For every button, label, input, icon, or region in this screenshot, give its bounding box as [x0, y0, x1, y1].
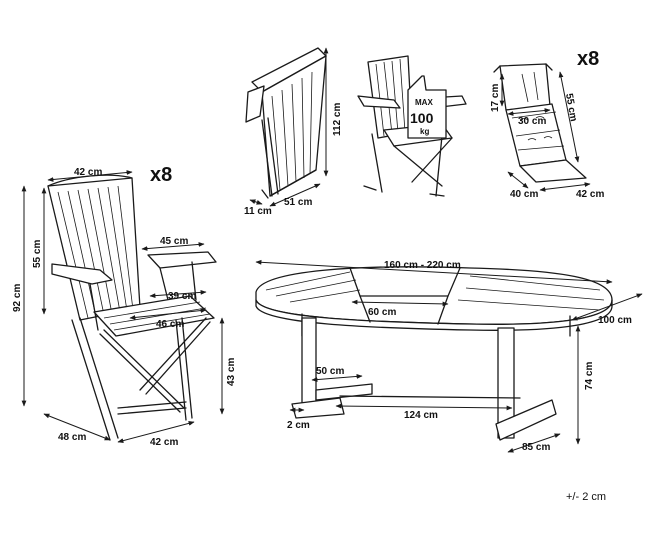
qty-chairs-label: x8: [150, 164, 172, 186]
cushion-head-height-label: 17 cm: [490, 84, 501, 112]
cushion-head-width-label: 30 cm: [518, 116, 546, 127]
table-leg-depth-label: 85 cm: [522, 442, 550, 453]
max-load-value: 100: [410, 110, 434, 126]
armchair-drawing: [47, 174, 217, 441]
chair-back-height-label: 55 cm: [32, 240, 43, 268]
folded-depth-label: 11 cm: [244, 206, 272, 217]
table-leg-span-label: 124 cm: [404, 410, 438, 421]
table-dimension-lines: [255, 259, 643, 453]
chair-width-label: 42 cm: [150, 437, 178, 448]
max-load-caption: MAX: [415, 98, 433, 107]
chair-total-height-label: 92 cm: [12, 284, 23, 312]
folded-chair-dimension-lines: [249, 47, 329, 207]
table-height-label: 74 cm: [584, 362, 595, 390]
table-crossbar-label: 50 cm: [316, 366, 344, 377]
chair-depth-label: 48 cm: [58, 432, 86, 443]
folded-width-label: 51 cm: [284, 197, 312, 208]
table-width-label: 100 cm: [598, 315, 632, 326]
folded-height-label: 112 cm: [332, 103, 343, 136]
table-length-label: 160 cm - 220 cm: [384, 260, 461, 271]
tolerance-note: +/- 2 cm: [566, 491, 606, 503]
qty-cushions-label: x8: [577, 48, 599, 70]
cushion-seat-width-label: 42 cm: [576, 189, 604, 200]
cushion-back-height-label: 55 cm: [563, 93, 579, 123]
chair-seat-width-label: 39 cm: [168, 291, 196, 302]
chair-seat-depth-label: 46 cm: [156, 319, 184, 330]
chair-top-width-label: 42 cm: [74, 167, 102, 178]
folded-chair-drawing: [245, 47, 327, 199]
table-foot-label: 2 cm: [287, 420, 310, 431]
chair-seat-height-label: 43 cm: [226, 358, 237, 386]
cushion-seat-depth-label: 40 cm: [510, 189, 538, 200]
cushion-dimension-lines: [499, 71, 591, 192]
max-load-badge: MAX 100 kg: [407, 75, 447, 139]
table-extension-label: 60 cm: [368, 307, 396, 318]
max-load-unit: kg: [420, 127, 429, 136]
chair-arm-length-label: 45 cm: [160, 236, 188, 247]
armchair-dimension-lines: [21, 170, 225, 443]
cushion-drawing: [493, 63, 587, 183]
